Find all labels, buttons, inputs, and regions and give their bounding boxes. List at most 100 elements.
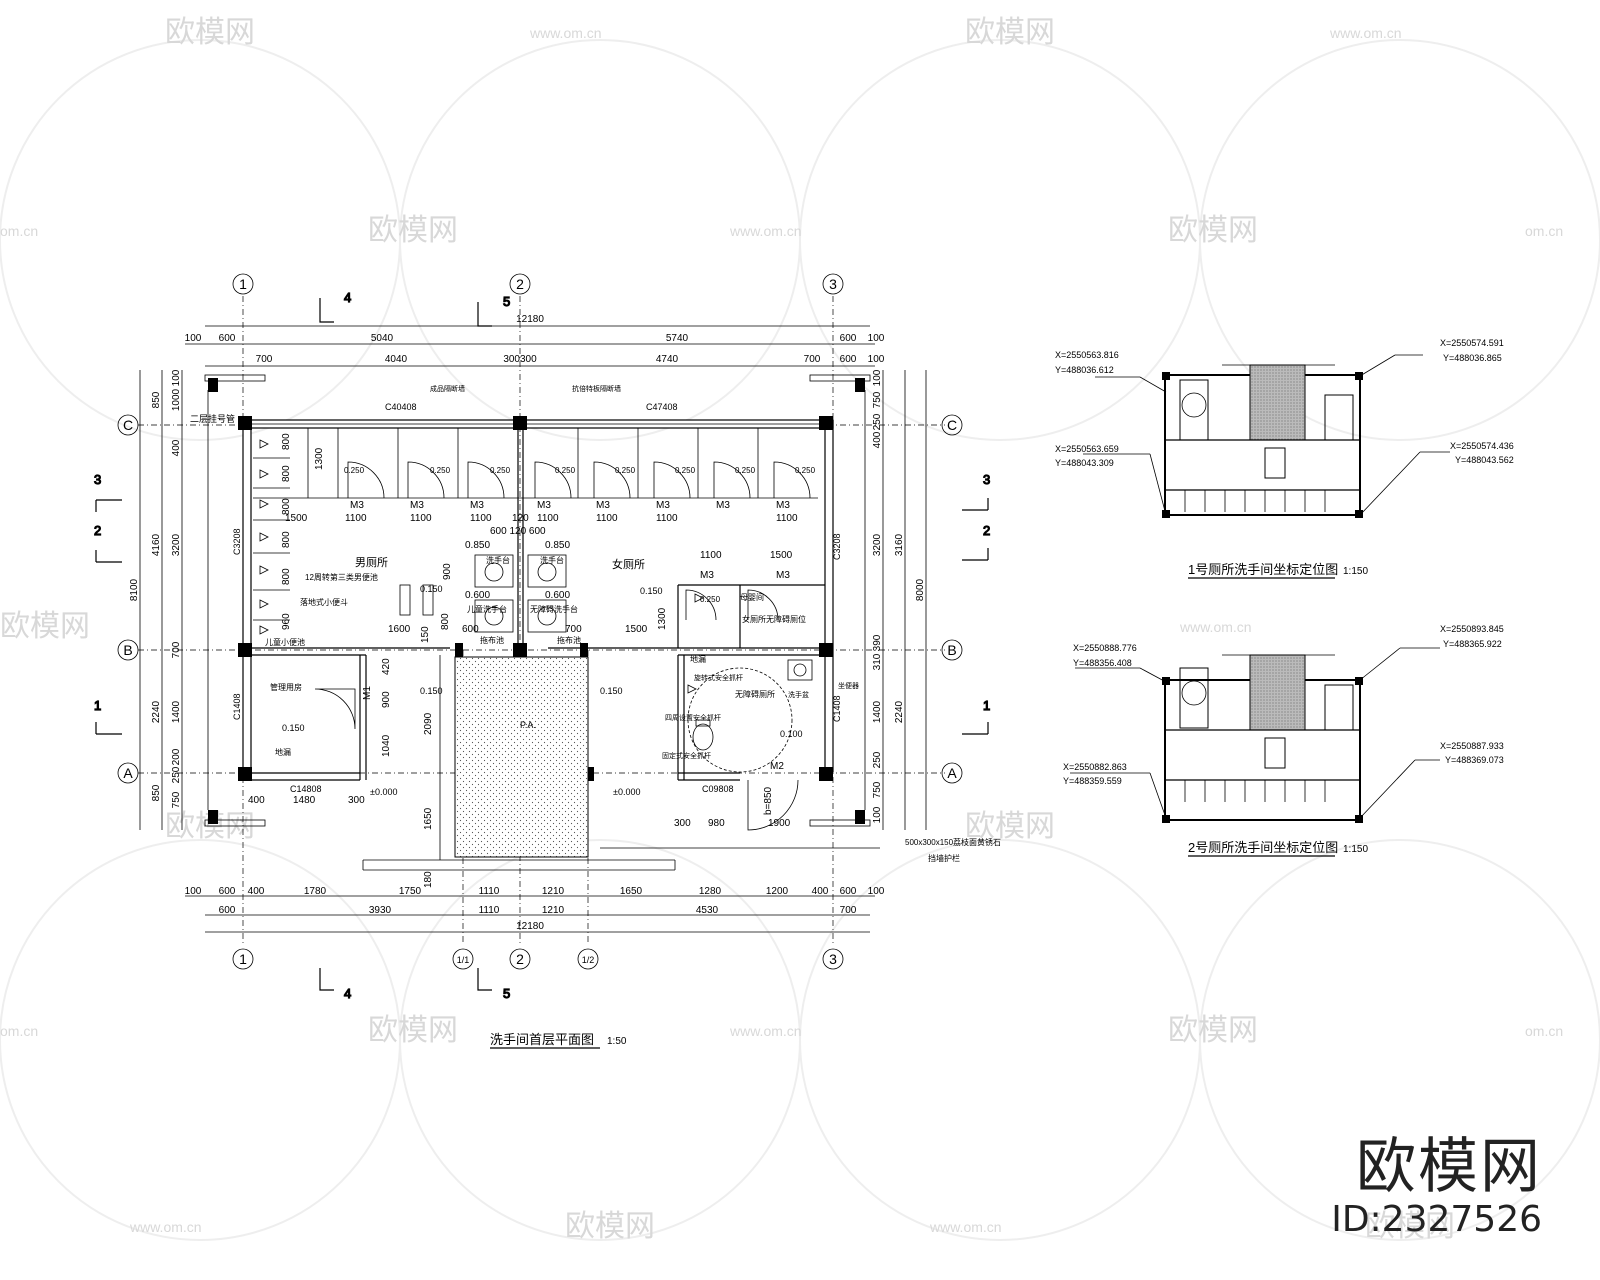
- svg-text:0.250: 0.250: [344, 466, 365, 475]
- sinks: [474, 554, 813, 751]
- svg-text:M1: M1: [362, 686, 373, 700]
- svg-text:M3: M3: [410, 500, 424, 511]
- svg-text:600: 600: [840, 886, 857, 897]
- svg-text:P.A.: P.A.: [520, 720, 536, 730]
- svg-text:M3: M3: [776, 570, 790, 581]
- svg-text:1600: 1600: [388, 624, 411, 635]
- svg-text:5: 5: [503, 294, 510, 309]
- watermark-brand: 欧模网: [1168, 214, 1258, 247]
- svg-text:4530: 4530: [696, 905, 719, 916]
- svg-text:3930: 3930: [369, 905, 392, 916]
- svg-text:0.150: 0.150: [420, 584, 443, 594]
- svg-text:120: 120: [512, 513, 529, 524]
- svg-text:100: 100: [171, 369, 182, 386]
- svg-text:600: 600: [219, 333, 236, 344]
- svg-text:750: 750: [171, 791, 182, 808]
- svg-text:四周设置安全抓杆: 四周设置安全抓杆: [665, 713, 721, 722]
- svg-text:抗倍特板隔断墙: 抗倍特板隔断墙: [572, 384, 621, 393]
- walls: [204, 374, 871, 827]
- bottom-dimensions: 100 600 400 1780 1750 1110 1210 1650 128…: [185, 886, 885, 933]
- axis-1-2: 1/2: [582, 955, 595, 965]
- svg-text:M3: M3: [716, 500, 730, 511]
- watermark-brand: 欧模网: [1168, 1014, 1258, 1047]
- watermark-layer: 欧模网 www.om.cn 欧模网 www.om.cn om.cn 欧模网 ww…: [0, 16, 1600, 1243]
- svg-text:3200: 3200: [872, 533, 883, 556]
- svg-text:980: 980: [708, 818, 725, 829]
- svg-text:850: 850: [151, 391, 162, 408]
- axis-bubbles: 1 2 3 1 2 3 1/1 1/2 C B A C B A: [117, 273, 963, 970]
- axis-2-bottom: 2: [516, 951, 524, 967]
- svg-text:400: 400: [248, 795, 265, 806]
- svg-text:儿童小便池: 儿童小便池: [265, 637, 305, 647]
- axis-2-top: 2: [516, 276, 524, 292]
- svg-text:母婴间: 母婴间: [740, 593, 764, 602]
- svg-text:管理用房: 管理用房: [270, 682, 302, 692]
- watermark-url: www.om.cn: [729, 223, 802, 239]
- svg-text:0.150: 0.150: [282, 723, 305, 733]
- svg-text:250: 250: [872, 413, 883, 430]
- svg-text:1100: 1100: [470, 513, 492, 524]
- svg-text:C14808: C14808: [290, 784, 322, 794]
- watermark-url: om.cn: [0, 223, 38, 239]
- svg-text:X=2550888.776: X=2550888.776: [1073, 643, 1137, 653]
- svg-text:Y=488043.309: Y=488043.309: [1055, 458, 1114, 468]
- svg-text:3: 3: [983, 472, 990, 487]
- svg-text:X=2550574.591: X=2550574.591: [1440, 338, 1504, 348]
- svg-text:4160: 4160: [151, 533, 162, 556]
- svg-text:洗手台: 洗手台: [486, 555, 510, 565]
- svg-text:1100: 1100: [596, 513, 618, 524]
- svg-text:1100: 1100: [410, 513, 432, 524]
- svg-text:5: 5: [503, 986, 510, 1001]
- svg-text:4040: 4040: [385, 354, 408, 365]
- svg-text:M3: M3: [656, 500, 670, 511]
- axis-3-bottom: 3: [829, 951, 837, 967]
- svg-text:X=2550574.436: X=2550574.436: [1450, 441, 1514, 451]
- svg-text:2090: 2090: [423, 712, 434, 735]
- watermark-brand: 欧模网: [965, 810, 1055, 843]
- svg-text:700: 700: [256, 354, 273, 365]
- svg-text:600: 600: [840, 354, 857, 365]
- svg-text:8100: 8100: [129, 578, 140, 601]
- svg-text:地漏: 地漏: [690, 654, 706, 664]
- svg-text:儿童洗手台: 儿童洗手台: [467, 604, 507, 614]
- svg-text:800: 800: [281, 498, 292, 515]
- svg-text:100: 100: [868, 354, 885, 365]
- svg-text:1110: 1110: [479, 886, 500, 897]
- svg-text:100: 100: [868, 886, 885, 897]
- svg-text:Y=488036.865: Y=488036.865: [1443, 353, 1502, 363]
- plan2-title: 2号厕所洗手间坐标定位图: [1188, 840, 1338, 855]
- svg-text:二层挂号管: 二层挂号管: [190, 413, 235, 424]
- svg-text:600 120 600: 600 120 600: [490, 526, 546, 537]
- svg-text:390: 390: [872, 634, 883, 651]
- svg-text:1040: 1040: [381, 734, 392, 757]
- axis-1-top: 1: [239, 276, 247, 292]
- watermark-url: om.cn: [1525, 223, 1563, 239]
- svg-text:1500: 1500: [770, 550, 793, 561]
- axis-C-right: C: [947, 417, 957, 433]
- svg-text:800: 800: [440, 613, 451, 630]
- watermark-brand: 欧模网: [0, 610, 90, 643]
- svg-text:250: 250: [872, 751, 883, 768]
- svg-text:0.150: 0.150: [640, 586, 663, 596]
- svg-text:0.250: 0.250: [795, 466, 816, 475]
- svg-text:1: 1: [94, 698, 101, 713]
- svg-text:2240: 2240: [151, 700, 162, 723]
- svg-text:0.150: 0.150: [600, 686, 623, 696]
- svg-text:1100: 1100: [656, 513, 678, 524]
- axis-A-right: A: [947, 765, 957, 781]
- svg-text:800: 800: [281, 465, 292, 482]
- svg-text:0.600: 0.600: [465, 590, 490, 601]
- svg-text:C40408: C40408: [385, 402, 417, 412]
- svg-text:100: 100: [185, 333, 202, 344]
- svg-text:落地式小便斗: 落地式小便斗: [300, 597, 348, 607]
- brand-logo: 欧模网: [1356, 1132, 1542, 1202]
- svg-text:0.150: 0.150: [420, 686, 443, 696]
- svg-text:1100: 1100: [537, 513, 559, 524]
- svg-text:M3: M3: [700, 570, 714, 581]
- plan2-scale: 1:150: [1343, 844, 1368, 855]
- svg-text:900: 900: [442, 563, 453, 580]
- urinals: [259, 439, 704, 694]
- svg-text:0.250: 0.250: [555, 466, 576, 475]
- svg-text:5040: 5040: [371, 333, 394, 344]
- svg-text:300: 300: [674, 818, 691, 829]
